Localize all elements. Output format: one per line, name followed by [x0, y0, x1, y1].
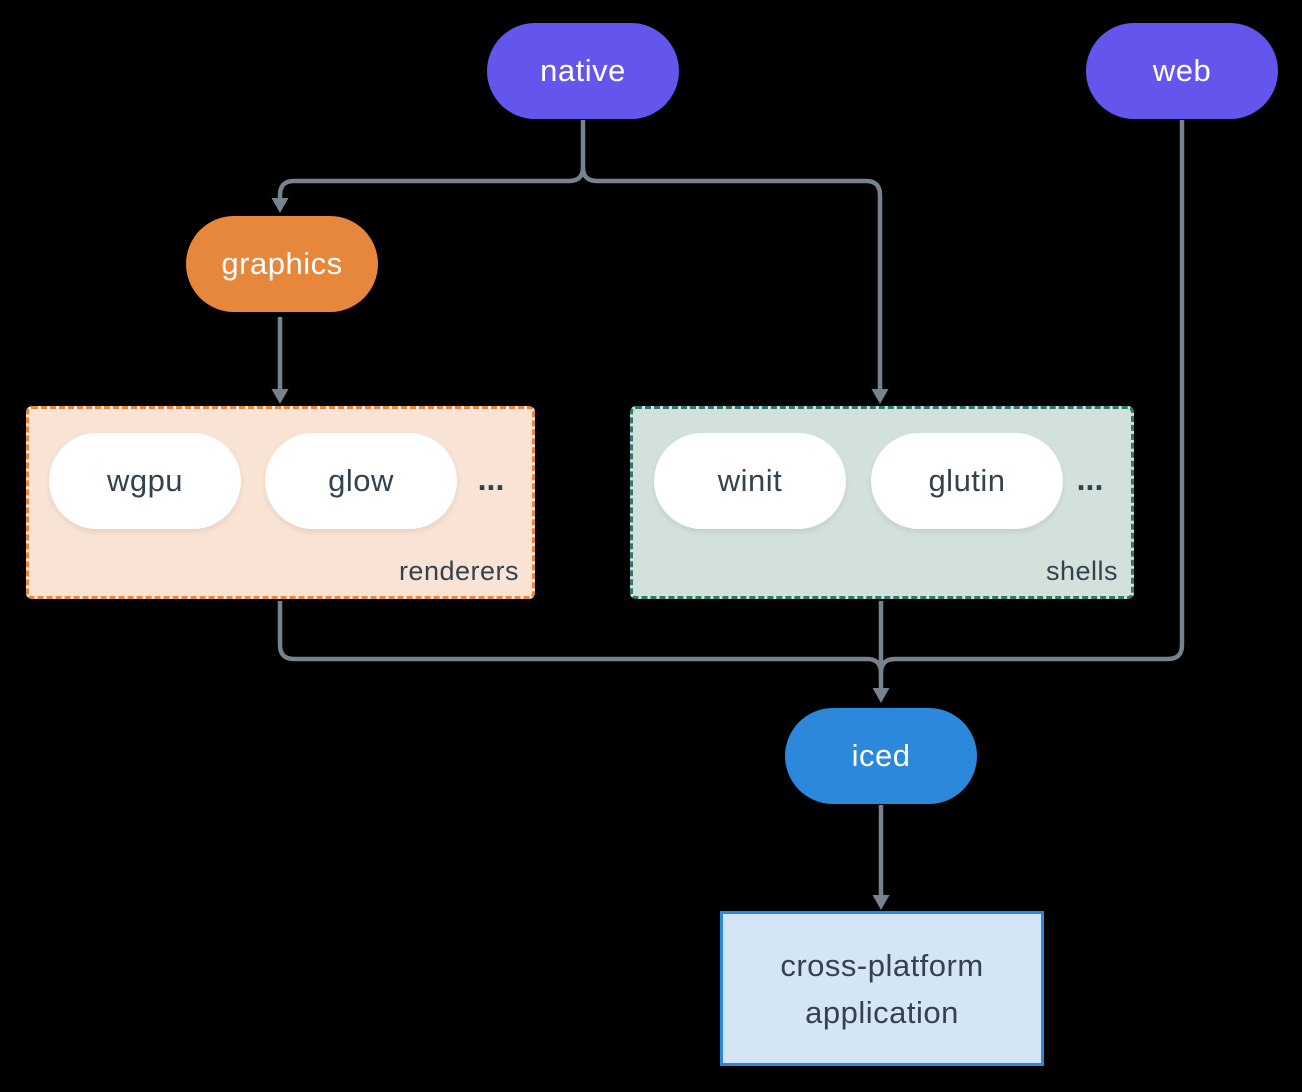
node-glow-label: glow	[328, 463, 394, 498]
node-winit: winit	[654, 433, 846, 529]
arrowhead-iced	[872, 688, 890, 703]
arrowhead-renderers	[271, 389, 289, 404]
application-label-line2: application	[805, 994, 959, 1030]
shells-group-label: shells	[1045, 556, 1118, 586]
node-graphics-label: graphics	[221, 246, 343, 281]
node-wgpu-label: wgpu	[106, 463, 184, 498]
group-shells: winit glutin ... shells	[630, 406, 1134, 599]
shells-ellipsis: ...	[1076, 461, 1104, 497]
node-cross-platform-application: cross-platform application	[720, 911, 1044, 1066]
node-web-label: web	[1152, 53, 1212, 88]
arrowhead-graphics	[271, 198, 289, 213]
renderers-group-label: renderers	[398, 556, 519, 586]
node-glutin: glutin	[871, 433, 1063, 529]
node-graphics: graphics	[186, 216, 378, 312]
edge-renderers-to-merge	[277, 601, 884, 674]
node-iced: iced	[785, 708, 977, 804]
node-glutin-label: glutin	[928, 463, 1006, 498]
node-web: web	[1086, 23, 1278, 119]
node-wgpu: wgpu	[49, 433, 241, 529]
arrowhead-application	[872, 895, 890, 910]
renderers-ellipsis: ...	[477, 461, 505, 497]
application-label-line1: cross-platform	[780, 947, 984, 983]
node-native: native	[487, 23, 679, 119]
edge-native-to-shells	[580, 166, 883, 389]
node-winit-label: winit	[717, 463, 783, 498]
node-iced-label: iced	[851, 738, 911, 773]
group-renderers: wgpu glow ... renderers	[26, 406, 535, 599]
arrowhead-shells	[871, 389, 889, 404]
node-native-label: native	[540, 53, 626, 88]
edge-native-to-graphics	[277, 166, 586, 198]
node-glow: glow	[265, 433, 457, 529]
